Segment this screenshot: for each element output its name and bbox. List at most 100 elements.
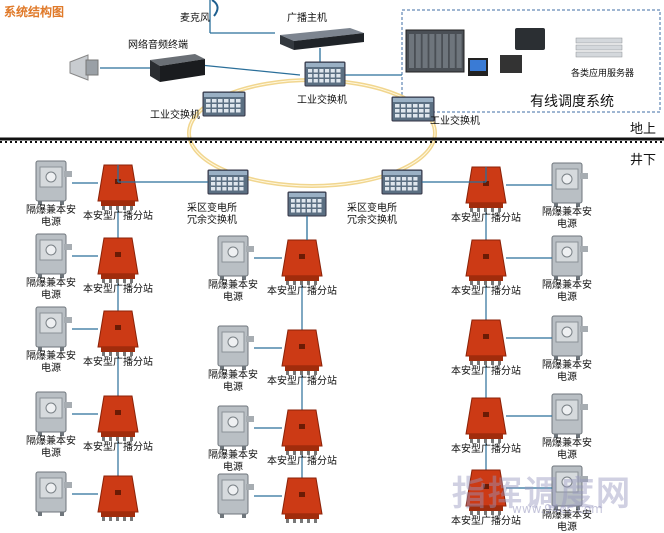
psu-dial <box>227 246 239 258</box>
station-connector <box>293 451 296 455</box>
station-badge <box>483 254 489 259</box>
psu-foot <box>554 276 558 280</box>
station-connector <box>123 352 126 356</box>
switch-port <box>402 182 407 186</box>
station-connector <box>477 361 480 365</box>
station-base <box>285 514 319 519</box>
psu-foot <box>60 512 64 516</box>
station-connector <box>484 511 487 515</box>
switch-port <box>206 99 211 103</box>
psu-foot <box>242 366 246 370</box>
switch-port <box>218 104 223 108</box>
switch-left-icon <box>202 91 246 117</box>
power-supply-label: 隔爆兼本安电源 <box>542 510 592 533</box>
switch-port <box>218 99 223 103</box>
station-connector <box>470 281 473 285</box>
power-supply-label: 隔爆兼本安电源 <box>26 436 76 459</box>
switch-port <box>419 104 424 108</box>
station-connector <box>491 208 494 212</box>
switch-port <box>216 182 221 186</box>
psu-foot <box>576 434 580 438</box>
power-supply-label: 隔爆兼本安电源 <box>26 205 76 228</box>
station-connector <box>102 206 105 210</box>
psu-gland <box>580 326 588 332</box>
switch-port <box>301 199 306 203</box>
switch-port <box>325 74 330 78</box>
station-connector <box>109 517 112 521</box>
switch-port <box>401 104 406 108</box>
station-base <box>101 201 135 206</box>
station-connector <box>102 352 105 356</box>
switch-port <box>312 199 317 203</box>
switch-port <box>239 177 244 181</box>
switch-port <box>396 182 401 186</box>
station-badge <box>115 410 121 415</box>
psu-dial <box>561 476 573 488</box>
switch-port <box>218 109 223 113</box>
terminal-top <box>150 54 205 66</box>
power-supply-icon-right-4 <box>551 465 588 510</box>
substation-switch-right-icon <box>381 169 423 195</box>
station-connector <box>116 279 119 283</box>
psu-dial <box>227 416 239 428</box>
host-side <box>280 35 294 50</box>
terminal-cable <box>199 64 301 76</box>
station-label: 本安型广播分站 <box>267 286 337 297</box>
station-base <box>285 276 319 281</box>
switch-port <box>313 69 318 73</box>
broadcast-station-icon-left-0 <box>97 164 139 210</box>
station-badge <box>483 412 489 417</box>
station-label: 本安型广播分站 <box>451 444 521 455</box>
switch-center-label: 工业交换机 <box>297 95 347 106</box>
switch-port <box>236 99 241 103</box>
station-connector <box>130 517 133 521</box>
station-connector <box>314 519 317 523</box>
server-icon <box>405 28 623 76</box>
psu-dial <box>227 336 239 348</box>
station-badge <box>483 334 489 339</box>
station-badge <box>483 484 489 489</box>
station-connector <box>102 517 105 521</box>
switch-port <box>291 199 295 203</box>
psu-dial <box>45 482 57 494</box>
switch-port <box>390 187 395 191</box>
psu-dial <box>561 326 573 338</box>
station-connector <box>484 208 487 212</box>
station-connector <box>498 281 501 285</box>
psu-gland <box>580 173 588 179</box>
broadcast-station-icon-right-4 <box>465 469 507 515</box>
switch-right-icon <box>391 96 435 122</box>
broadcast-host-label: 广播主机 <box>287 13 327 24</box>
switch-port <box>407 104 412 108</box>
power-supply-label: 隔爆兼本安电源 <box>208 450 258 473</box>
station-badge <box>115 490 121 495</box>
station-connector <box>102 279 105 283</box>
station-connector <box>307 519 310 523</box>
psu-foot <box>242 514 246 518</box>
switch-port <box>336 69 341 73</box>
station-connector <box>130 206 133 210</box>
station-connector <box>300 519 303 523</box>
switch-port <box>206 104 211 108</box>
switch-port <box>413 114 418 118</box>
power-supply-icon-mid-0 <box>217 235 254 280</box>
power-supply-icon-mid-2 <box>217 405 254 450</box>
switch-port <box>222 177 227 181</box>
power-supply-label: 隔爆兼本安电源 <box>542 280 592 303</box>
switch-port <box>413 109 418 113</box>
psu-dial <box>45 402 57 414</box>
broadcast-station-icon-mid-3 <box>281 477 323 523</box>
switch-port <box>212 109 217 113</box>
app-servers-label: 各类应用服务器 <box>571 69 635 79</box>
broadcast-station-icon-mid-0 <box>281 239 323 285</box>
switch-port <box>425 114 430 118</box>
station-connector <box>123 206 126 210</box>
switch-port <box>224 104 229 108</box>
station-connector <box>300 371 303 375</box>
broadcast-station-icon-left-3 <box>97 395 139 441</box>
broadcast-station-icon-left-1 <box>97 237 139 283</box>
psu-foot <box>220 276 224 280</box>
power-supply-label: 隔爆兼本安电源 <box>26 278 76 301</box>
psu-gland <box>246 246 254 252</box>
